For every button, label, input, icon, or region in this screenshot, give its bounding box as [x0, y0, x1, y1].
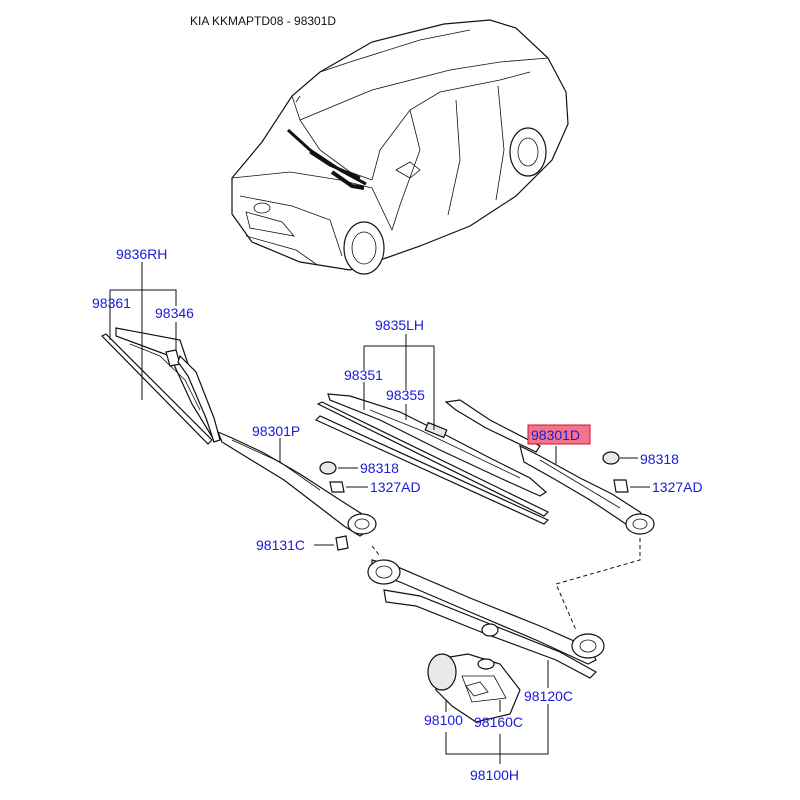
- label-98346[interactable]: 98346: [155, 305, 194, 321]
- label-98318-left[interactable]: 98318: [360, 460, 399, 476]
- label-9835lh[interactable]: 9835LH: [375, 317, 424, 333]
- diagram-header: KIA KKMAPTD08 - 98301D: [190, 14, 337, 28]
- label-98100[interactable]: 98100: [424, 712, 463, 728]
- label-98160c[interactable]: 98160C: [474, 714, 523, 730]
- wiper-arm-passenger-drawing: [216, 430, 377, 551]
- label-98301p[interactable]: 98301P: [252, 423, 300, 439]
- label-98301d[interactable]: 98301D: [531, 427, 580, 443]
- leader-lines: [109, 262, 650, 764]
- label-1327ad-left[interactable]: 1327AD: [370, 479, 421, 495]
- label-98318-right[interactable]: 98318: [640, 451, 679, 467]
- wiper-blade-rh-drawing: [100, 327, 221, 445]
- wiper-blade-lh-drawing: [314, 393, 550, 525]
- linkage-motor-drawing: [367, 538, 641, 723]
- label-1327ad-right[interactable]: 1327AD: [652, 479, 703, 495]
- label-98351[interactable]: 98351: [344, 367, 383, 383]
- label-98361[interactable]: 98361: [92, 295, 131, 311]
- selected-part-highlight: [527, 424, 591, 445]
- part-labels: 9836RH 98361 98346 9835LH 98351 98355 98…: [92, 246, 703, 783]
- label-98120c[interactable]: 98120C: [524, 688, 573, 704]
- label-98355[interactable]: 98355: [386, 387, 425, 403]
- car-illustration: [231, 19, 569, 275]
- label-9836rh[interactable]: 9836RH: [116, 246, 167, 262]
- wiper-arm-driver-drawing: [519, 444, 655, 535]
- label-98100h[interactable]: 98100H: [470, 767, 519, 783]
- label-98131c[interactable]: 98131C: [256, 537, 305, 553]
